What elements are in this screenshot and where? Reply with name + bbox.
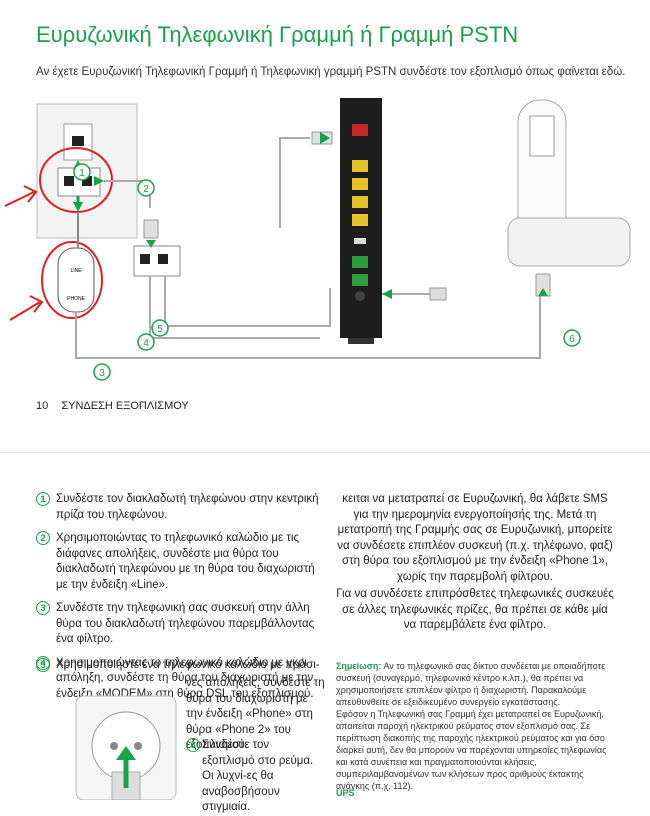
callout-4: 4 bbox=[137, 333, 155, 351]
section-label: ΣΥΝΔΕΣΗ ΕΞΟΠΛΙΣΜΟΥ bbox=[61, 400, 189, 412]
svg-text:3: 3 bbox=[99, 368, 105, 379]
step-text: Χρησιμοποιώντας το τηλεφωνικό καλώδιο με… bbox=[56, 532, 315, 591]
connection-diagram: LINE PHONE 1 2 3 4 bbox=[4, 98, 631, 381]
lan-port bbox=[352, 196, 368, 208]
note-text: Εφόσον η Τηλεφωνική σας Γραμμή έχει μετα… bbox=[336, 709, 607, 791]
page-divider bbox=[0, 452, 650, 453]
cable bbox=[149, 276, 320, 339]
step-text-continued: νες απολήξεις, συνδέστε τη θύρα του διαχ… bbox=[186, 677, 325, 751]
step-item-5: 5 Χρησιμοποιήστε ένα τηλεφωνικό καλώδιο … bbox=[36, 658, 325, 751]
right-column: κειται να μετατραπεί σε Ευρυζωνική, θα λ… bbox=[336, 492, 614, 636]
step-text: Χρησιμοποιήστε ένα τηλεφωνικό καλώδιο με… bbox=[56, 659, 320, 671]
callout-1: 1 bbox=[73, 163, 91, 181]
svg-text:1: 1 bbox=[79, 168, 85, 179]
lan-port bbox=[352, 160, 368, 172]
step-text: Συνδέστε τον εξοπλισμό στο ρεύμα. Οι λυχ… bbox=[202, 739, 314, 813]
line-filter bbox=[57, 247, 95, 313]
svg-text:4: 4 bbox=[143, 338, 149, 349]
svg-text:2: 2 bbox=[143, 184, 149, 195]
lan-port bbox=[352, 178, 368, 190]
callout-2: 2 bbox=[137, 179, 155, 197]
svg-text:5: 5 bbox=[157, 324, 163, 335]
ups-heading: UPS bbox=[336, 788, 355, 798]
step-number-badge: 5 bbox=[36, 658, 50, 672]
power-port bbox=[355, 291, 365, 301]
cable bbox=[75, 288, 541, 359]
cable bbox=[279, 137, 310, 228]
note-label: Σημείωση: bbox=[336, 661, 382, 671]
filter-label-line: LINE bbox=[70, 268, 82, 274]
phone-port bbox=[352, 274, 368, 286]
step-number-badge: 1 bbox=[36, 492, 50, 506]
note-box: Σημείωση: Αν το τηλεφωνικό σας δίκτυο συ… bbox=[336, 660, 616, 792]
step-item: 4 Χρησιμοποιώντας το τηλεφωνικό καλώδιο … bbox=[36, 655, 321, 703]
callout-6: 6 bbox=[563, 329, 581, 347]
step-text: Συνδέστε τον διακλαδωτή τηλεφώνου στην κ… bbox=[56, 493, 319, 521]
lan-port bbox=[352, 214, 368, 226]
paragraph: Για να συνδέσετε επιπρόσθετες τηλεφωνικέ… bbox=[336, 588, 614, 631]
step-item: 2 Χρησιμοποιώντας το τηλεφωνικό καλώδιο … bbox=[36, 531, 321, 593]
red-arrow-icon bbox=[4, 185, 38, 207]
phone-base bbox=[507, 217, 631, 267]
step-number-badge: 6 bbox=[186, 738, 200, 752]
callout-5: 5 bbox=[151, 319, 169, 337]
filter-label-phone: PHONE bbox=[67, 296, 85, 302]
paragraph: κειται να μετατραπεί σε Ευρυζωνική, θα λ… bbox=[337, 493, 613, 583]
red-arrow-icon bbox=[9, 295, 44, 321]
red-annotation-circle bbox=[41, 241, 103, 319]
step-text: Χρησιμοποιώντας το τηλεφωνικό καλώδιο με… bbox=[56, 656, 314, 700]
note-text: Αν το τηλεφωνικό σας δίκτυο συνδέεται με… bbox=[336, 661, 606, 707]
arrow-down-icon bbox=[73, 202, 83, 212]
usb-port bbox=[354, 238, 366, 244]
phone-port bbox=[352, 256, 368, 268]
step-text: Συνδέστε την τηλεφωνική σας συσκευή στην… bbox=[56, 602, 315, 645]
power-socket-illustration bbox=[75, 695, 177, 800]
cable bbox=[164, 276, 331, 327]
page-footer: 10 ΣΥΝΔΕΣΗ ΕΞΟΠΛΙΣΜΟΥ bbox=[36, 400, 189, 412]
page-number: 10 bbox=[36, 400, 49, 412]
callout-3: 3 bbox=[93, 363, 111, 381]
page-title: Ευρυζωνική Τηλεφωνική Γραμμή ή Γραμμή PS… bbox=[36, 22, 519, 47]
step-number-badge: 2 bbox=[36, 531, 50, 545]
step-item: 1 Συνδέστε τον διακλαδωτή τηλεφώνου στην… bbox=[36, 492, 321, 523]
arrow-up-icon bbox=[116, 746, 136, 760]
dsl-port bbox=[352, 124, 368, 136]
step-item: 3 Συνδέστε την τηλεφωνική σας συσκευή στ… bbox=[36, 601, 321, 648]
step-number-badge: 3 bbox=[36, 601, 50, 615]
steps-list: 1 Συνδέστε τον διακλαδωτή τηλεφώνου στην… bbox=[36, 492, 321, 710]
intro-text: Αν έχετε Ευρυζωνική Τηλεφωνική Γραμμή ή … bbox=[36, 66, 626, 78]
svg-text:6: 6 bbox=[569, 334, 575, 345]
step-item-6: 6 Συνδέστε τον εξοπλισμό στο ρεύμα. Οι λ… bbox=[186, 738, 317, 816]
